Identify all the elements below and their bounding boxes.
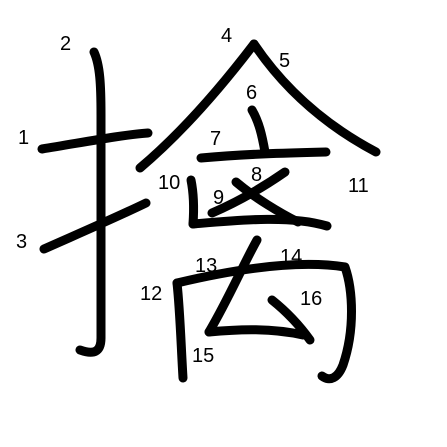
stroke-number-4: 4 [221, 25, 232, 47]
stroke-2 [75, 47, 106, 357]
stroke-number-1: 1 [18, 127, 29, 149]
stroke-number-14: 14 [280, 246, 302, 268]
stroke-7 [196, 147, 331, 163]
stroke-number-10: 10 [158, 172, 180, 194]
stroke-number-3: 3 [16, 231, 27, 253]
stroke-12 [172, 278, 188, 383]
stroke-16 [267, 295, 315, 345]
stroke-number-5: 5 [279, 50, 290, 72]
stroke-4 [135, 39, 259, 173]
stroke-number-8: 8 [251, 164, 262, 186]
stroke-number-15: 15 [192, 345, 214, 367]
stroke-14 [204, 235, 262, 337]
stroke-6 [247, 105, 270, 157]
stroke-1 [37, 128, 153, 154]
stroke-number-11: 11 [348, 175, 369, 197]
stroke-number-13: 13 [195, 255, 217, 277]
stroke-13 [172, 259, 356, 384]
stroke-number-7: 7 [210, 128, 221, 150]
stroke-15 [204, 325, 308, 340]
stroke-number-2: 2 [60, 33, 71, 55]
stroke-number-12: 12 [140, 283, 162, 305]
stroke-number-9: 9 [213, 187, 224, 209]
stroke-11 [188, 214, 332, 231]
stroke-number-16: 16 [300, 288, 322, 310]
stroke-10 [186, 175, 199, 229]
stroke-3 [39, 198, 151, 254]
stroke-5 [249, 39, 381, 157]
stroke-number-6: 6 [246, 82, 257, 104]
